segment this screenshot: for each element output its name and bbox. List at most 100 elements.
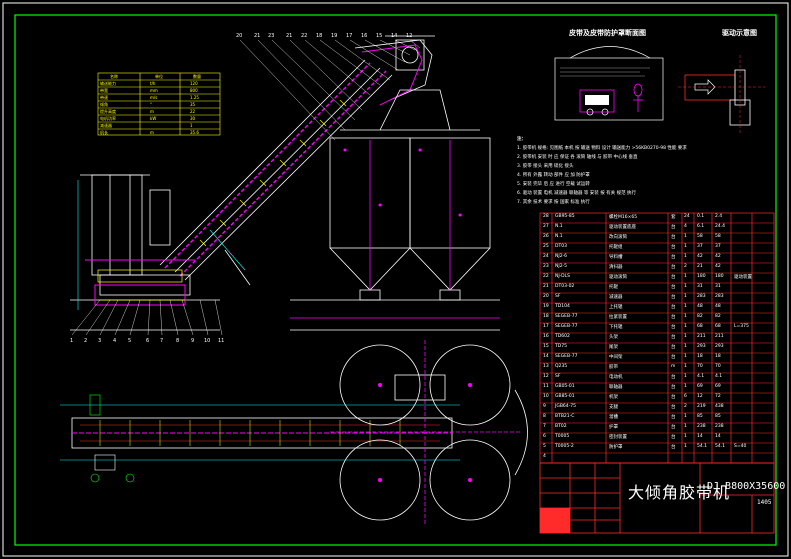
bom-cell: 12 — [697, 394, 703, 399]
spec-cell: 提升高度 — [100, 108, 116, 114]
bom-cell: 72 — [715, 394, 721, 399]
spec-cell: ° — [150, 102, 152, 107]
section-title-left: 皮带及皮带防护罩断面图 — [569, 29, 646, 37]
bom-cell: 清扫器 — [609, 265, 623, 270]
bom-cell: 48 — [715, 304, 721, 309]
bom-cell: 台 — [671, 315, 676, 320]
bom-cell: 1 — [684, 244, 687, 249]
bom-cell: Q235 — [555, 364, 568, 369]
bom-cell: 1 — [684, 444, 687, 449]
bom-cell: DT03 — [555, 244, 567, 249]
balloon-label: 7 — [160, 338, 163, 344]
bom-cell: 70 — [715, 364, 721, 369]
balloon-label: 21 — [254, 33, 260, 39]
bom-cell: 283 — [697, 294, 706, 299]
bom-cell: m — [671, 364, 676, 369]
bom-cell: 21 — [543, 284, 549, 289]
bom-cell: 26 — [543, 234, 549, 239]
balloon-label: 17 — [346, 33, 352, 39]
bom-cell: 防护罩 — [609, 445, 623, 450]
bom-cell: 台 — [671, 255, 676, 260]
spec-header: 单位 — [155, 73, 163, 79]
elevation-view — [70, 35, 500, 336]
bom-cell: 1 — [684, 364, 687, 369]
balloon-label: 20 — [236, 33, 242, 39]
notes-header: 注： — [517, 137, 526, 142]
bom-cell: 11 — [543, 384, 549, 389]
balloon-label: 22 — [301, 33, 307, 39]
spec-cell: m — [150, 109, 154, 114]
bom-cell: 54.1 — [715, 444, 726, 449]
bom-cell: SF — [555, 294, 561, 299]
bom-cell: 电动机 — [609, 375, 623, 380]
bom-cell: 37 — [697, 244, 703, 249]
bom-row: 4 — [541, 453, 773, 463]
bom-cell: 293 — [715, 344, 724, 349]
spec-header: 数量 — [193, 73, 201, 79]
bom-cell: 2.4 — [715, 214, 723, 219]
bom-cell: 20 — [543, 294, 549, 299]
balloon-label: 16 — [361, 33, 367, 39]
bom-cell: 机架 — [609, 395, 618, 400]
bom-cell: 48 — [697, 304, 703, 309]
bom-cell: NJ2-6 — [555, 254, 568, 259]
bom-cell: 24.4 — [715, 224, 726, 229]
bom-cell: GB05-01 — [555, 384, 575, 389]
balloons-top: 20 21 23 21 22 18 19 17 16 15 14 12 — [236, 33, 412, 39]
bom-cell: 211 — [715, 334, 724, 339]
bom-cell: 下托辊 — [609, 325, 623, 330]
bom-cell: 护罩 — [609, 425, 618, 430]
bom-cell: 42 — [715, 264, 721, 269]
spec-cell: t/h — [150, 81, 156, 86]
bom-cell: TD602 — [555, 334, 570, 339]
bom-cell: 台 — [671, 345, 676, 350]
bom-cell: 18 — [697, 354, 703, 359]
bom-cell: 头架 — [609, 335, 618, 340]
balloon-label: 9 — [191, 338, 194, 344]
bom-cell: 31 — [697, 284, 703, 289]
bom-cell: 1 — [684, 384, 687, 389]
bom-cell: 1 — [684, 414, 687, 419]
spec-cell: mm — [150, 88, 158, 93]
bom-cell: 25 — [543, 244, 549, 249]
bom-cell: 82 — [715, 314, 721, 319]
bom-cell: 70 — [697, 364, 703, 369]
bom-cell: SF — [555, 374, 561, 379]
spec-cell: 带宽 — [100, 87, 108, 93]
bom-cell: 24 — [684, 214, 690, 219]
spec-cell: 输送能力 — [100, 80, 116, 86]
bom-cell: T0005 — [555, 434, 570, 439]
bom-cell: SEGEB-77 — [555, 324, 578, 329]
bom-cell: 托辊 — [609, 285, 618, 290]
bom-cell: 中间架 — [609, 355, 623, 360]
bom-cell: 58 — [697, 234, 703, 239]
note-line: 7. 其余 技术 要求 按 国家 标准 执行 — [517, 200, 590, 205]
bom-cell: 台 — [671, 395, 676, 400]
note-line: 5. 安装 完毕 后 应 进行 空载 试运转 — [517, 182, 590, 187]
bom-cell: 18 — [715, 354, 721, 359]
bom-cell: 尾架 — [609, 345, 618, 350]
bom-cell: 驱动装置底座 — [609, 225, 636, 230]
bom-cell: 上托辊 — [609, 305, 623, 310]
bom-cell: 6 — [543, 434, 546, 439]
bom-cell: 5 — [543, 444, 546, 449]
bom-cell: 1 — [684, 314, 687, 319]
bom-cell: BT02 — [555, 424, 567, 429]
bom-cell: 4.1 — [697, 374, 705, 379]
balloon-label: 15 — [376, 33, 382, 39]
bom-cell: 82 — [697, 314, 703, 319]
balloon-label: 19 — [331, 33, 337, 39]
bom-cell: BTB21-C — [555, 414, 575, 419]
bom-cell: 10 — [543, 394, 549, 399]
bom-cell: 180 — [715, 274, 724, 279]
balloon-label: 14 — [391, 33, 397, 39]
